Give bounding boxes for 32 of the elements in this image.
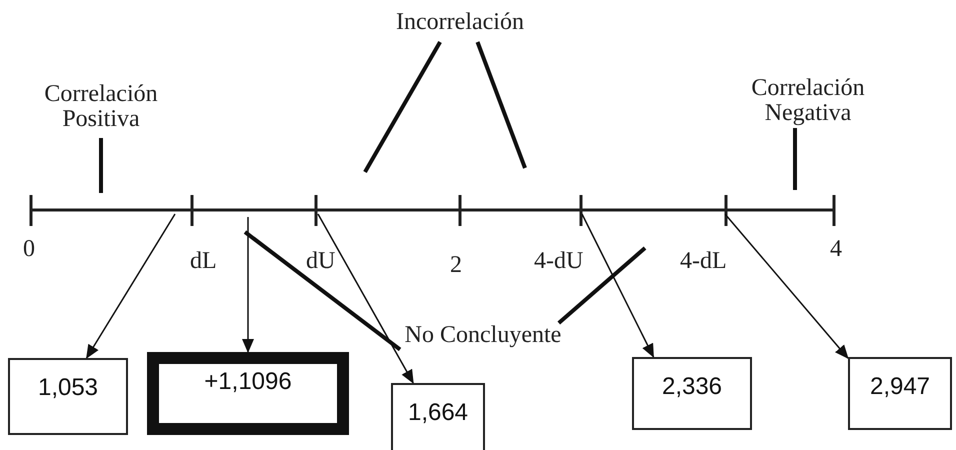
leader-line <box>244 230 402 352</box>
tick-label: 4-dL <box>680 248 727 274</box>
tick-label: 2 <box>450 252 462 278</box>
value-text: 2,947 <box>870 373 930 400</box>
leader-line <box>476 41 527 169</box>
value-text: 2,336 <box>662 373 722 400</box>
tick-label: 4-dU <box>534 248 584 274</box>
arrow <box>86 214 176 359</box>
region-label: Correlación Negativa <box>751 75 865 126</box>
tick-label: 4 <box>830 236 842 262</box>
arrow <box>724 214 849 360</box>
value-text: +1,1096 <box>204 368 292 395</box>
value-text: 1,053 <box>38 374 98 401</box>
leader-line <box>557 246 646 324</box>
value-box <box>632 357 752 430</box>
value-box <box>848 357 952 430</box>
tick-label: dU <box>306 248 336 274</box>
tick-label: 0 <box>23 236 35 262</box>
arrow <box>317 214 414 384</box>
region-label: Correlación Positiva <box>44 81 158 132</box>
leader-line <box>793 128 797 190</box>
leader-line <box>363 41 442 173</box>
region-label: No Concluyente <box>404 322 562 348</box>
leader-line <box>99 138 103 193</box>
arrow <box>581 214 654 358</box>
tick-label: dL <box>190 248 217 274</box>
value-text: 1,664 <box>408 399 468 426</box>
arrow <box>242 217 254 353</box>
value-box <box>147 352 349 435</box>
value-box <box>391 383 485 450</box>
region-label: Incorrelación <box>396 9 524 35</box>
value-box <box>8 358 128 435</box>
